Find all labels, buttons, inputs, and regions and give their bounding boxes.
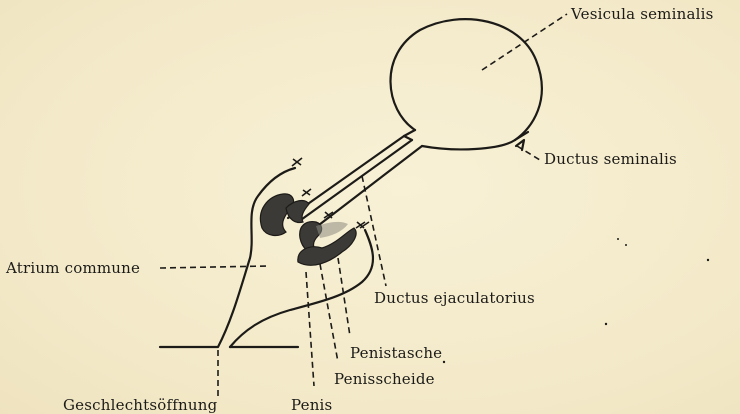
leader-penisscheide	[320, 264, 338, 362]
label-penistasche: Penistasche	[350, 344, 442, 362]
leader-vesicula	[482, 14, 567, 70]
leader-atrium	[160, 266, 268, 268]
label-vesicula-seminalis: Vesicula seminalis	[570, 5, 714, 23]
leader-penistasche	[338, 258, 350, 336]
vesicula-duct-join	[404, 136, 412, 140]
label-penis: Penis	[291, 396, 332, 414]
label-atrium-commune: Atrium commune	[5, 259, 140, 277]
vesicula-duct-join-2	[422, 140, 515, 149]
label-ductus-ejaculatorius: Ductus ejaculatorius	[374, 289, 535, 307]
leader-ductus-seminalis	[517, 146, 540, 160]
leader-penis	[306, 272, 314, 386]
label-geschlechtsoeffnung: Geschlechtsöffnung	[63, 396, 218, 414]
label-ductus-seminalis: Ductus seminalis	[544, 150, 677, 168]
ductus-ejaculatorius-upper	[298, 140, 412, 222]
vesicula-neck-lower	[515, 132, 528, 140]
label-penisscheide: Penisscheide	[334, 370, 435, 388]
atrium-outline-left	[160, 168, 295, 347]
vesicula-seminalis-outline	[390, 19, 541, 140]
